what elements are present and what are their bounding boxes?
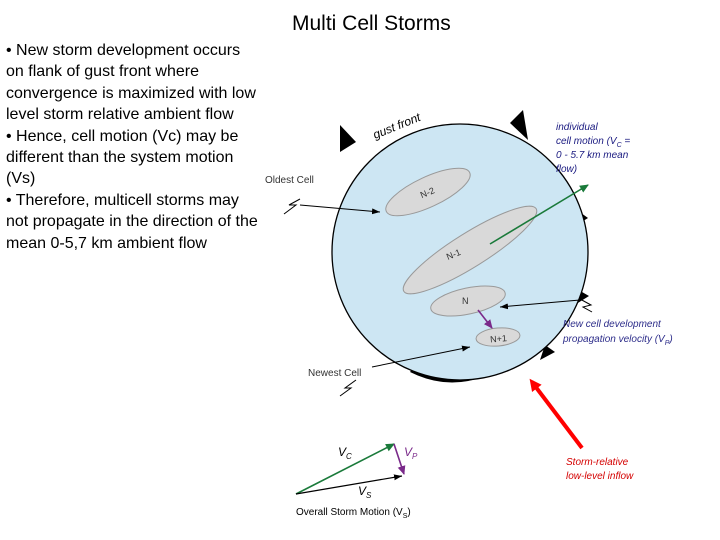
- gust-front-barb: [510, 110, 528, 140]
- cell-n-2: [385, 167, 471, 217]
- new-cell-label: New cell development propagation velocit…: [562, 319, 673, 347]
- vector-vc-arrow: [295, 443, 395, 495]
- bullet-item: • New storm development occurs on flank …: [6, 42, 256, 124]
- cell-label-n: N: [462, 296, 469, 306]
- oldest-cell-arrow: [299, 204, 381, 215]
- bullet-item: • Therefore, multicell storms may not pr…: [6, 191, 258, 252]
- cells: [385, 167, 538, 347]
- vector-vs-arrow: [295, 474, 403, 495]
- inflow-label: Storm-relative low-level inflow: [566, 457, 634, 482]
- bullet-item: • Hence, cell motion (Vc) may be differe…: [6, 127, 239, 188]
- new-cell-arrow: [499, 299, 581, 310]
- svg-text:propagation velocity (VP): propagation velocity (VP): [562, 334, 673, 347]
- svg-text:cell motion (VC =: cell motion (VC =: [556, 136, 630, 149]
- oldest-cell-pointer: [283, 198, 301, 215]
- svg-text:low-level inflow: low-level inflow: [566, 471, 634, 482]
- svg-text:New cell development: New cell development: [563, 319, 662, 330]
- new-cell-pointer: [579, 298, 593, 313]
- propagation-arrow: [477, 309, 493, 329]
- bullet-list: • New storm development occurs on flank …: [6, 40, 258, 254]
- gust-front-barb: [340, 125, 356, 152]
- newest-cell-arrow: [371, 345, 471, 368]
- cell-motion-label: individual cell motion (VC = 0 - 5.7 km …: [556, 122, 630, 175]
- cell-motion-arrow: [489, 184, 589, 245]
- page-title-text: Multi Cell Storms: [292, 12, 451, 35]
- inflow-arrow: [529, 378, 584, 450]
- cell-label-n-plus-1: N+1: [490, 333, 508, 344]
- newest-cell-label: Newest Cell: [308, 368, 361, 379]
- cell-n: [430, 285, 506, 317]
- page-title: Multi Cell Storms: [0, 12, 720, 36]
- svg-text:flow): flow): [556, 164, 577, 175]
- vector-vc-label: VC: [338, 445, 352, 461]
- oldest-cell-label: Oldest Cell: [265, 175, 314, 186]
- vector-vp-label: VP: [404, 445, 418, 461]
- svg-text:Storm-relative: Storm-relative: [566, 457, 629, 468]
- cell-n-plus-1: [475, 327, 521, 347]
- cell-n-1: [402, 205, 538, 295]
- svg-text:individual: individual: [556, 122, 598, 133]
- overall-motion-label: Overall Storm Motion (VS): [296, 507, 411, 520]
- newest-cell-pointer: [339, 379, 357, 397]
- svg-text:0 - 5.7 km mean: 0 - 5.7 km mean: [556, 150, 629, 161]
- vector-vs-label: VS: [358, 484, 372, 500]
- vector-vp-arrow: [393, 443, 406, 475]
